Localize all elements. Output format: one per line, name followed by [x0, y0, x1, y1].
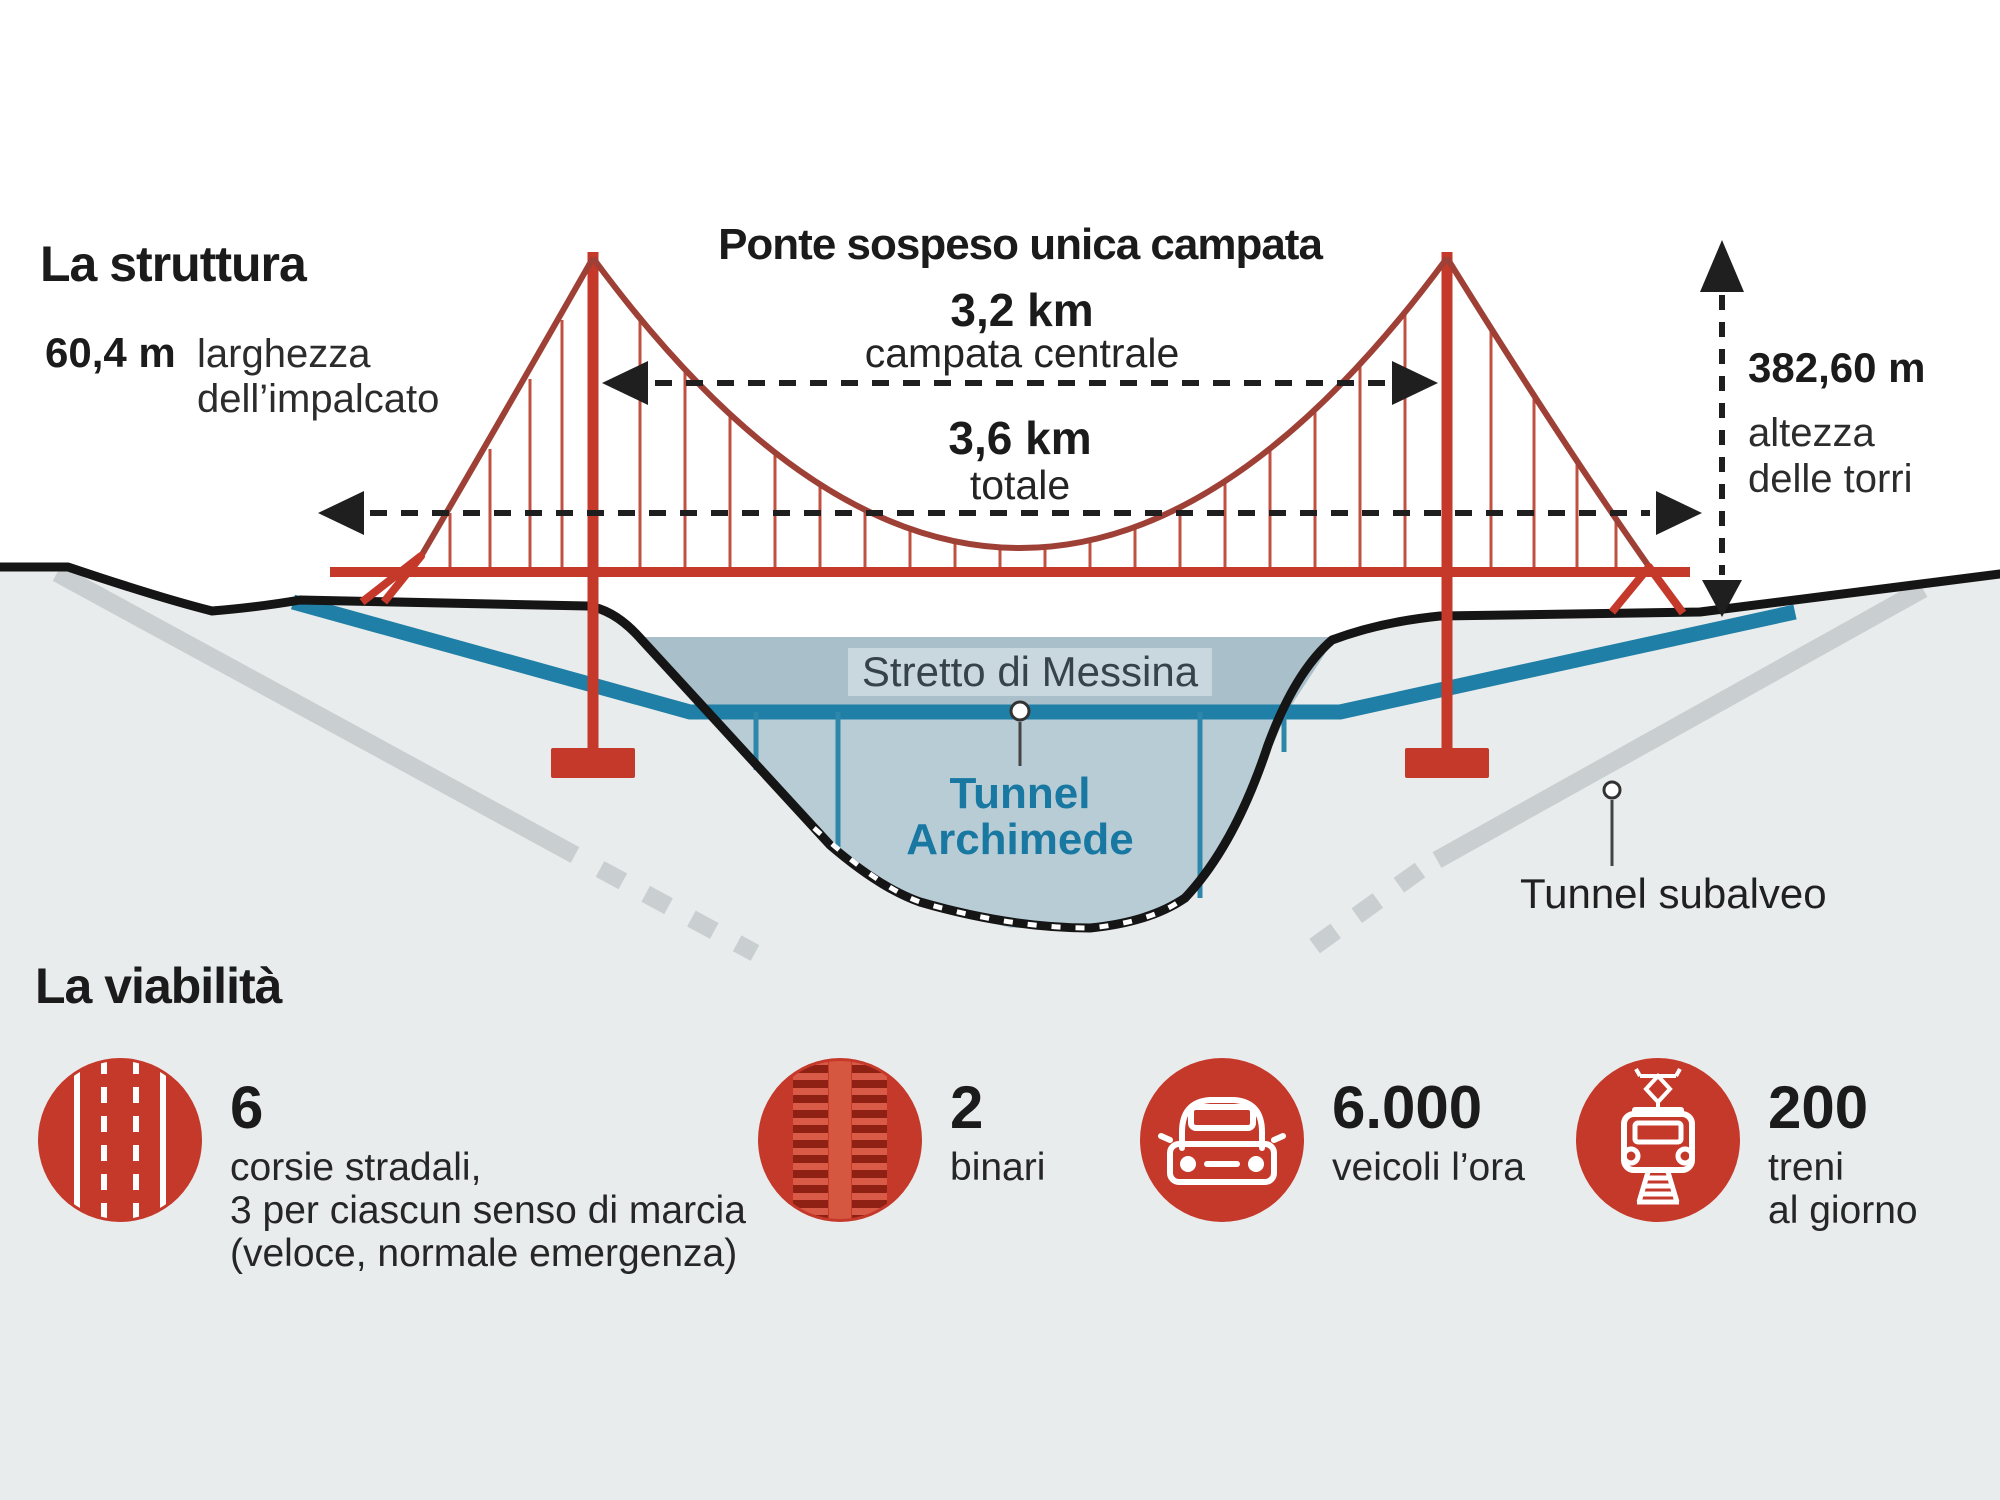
tunnel-approach-right-line [1432, 581, 1928, 868]
stat-trains-caption-1: treni [1768, 1146, 1844, 1189]
rail-tracks-icon [758, 1058, 922, 1222]
stat-trains: 200 treni al giorno [1576, 1058, 1918, 1233]
train-body [1621, 1107, 1695, 1173]
stat-road-caption-3: (veloce, normale emergenza) [230, 1231, 738, 1275]
right-tower-foundation [1405, 748, 1489, 778]
tunnel-subalveo-marker [1602, 780, 1622, 866]
stat-rail-tracks: 2 binari [758, 1058, 1045, 1222]
stat-rail-caption-1: binari [950, 1146, 1046, 1189]
tunnel-approach-right-dashes [1306, 862, 1426, 956]
stat-vehicles-number: 6.000 [1332, 1074, 1483, 1141]
stat-vehicles-caption-1: veicoli l’ora [1332, 1146, 1525, 1189]
stat-road-caption-1: corsie stradali, [230, 1146, 482, 1189]
tunnel-archimede-marker [1009, 700, 1031, 766]
stat-road-caption-2: 3 per ciascun senso di marcia [230, 1188, 746, 1232]
central-span-arrow [602, 361, 1438, 405]
car-glyph [1158, 1097, 1286, 1185]
stat-vehicles: 6.000 veicoli l’ora [1140, 1058, 1525, 1222]
stat-road-number: 6 [230, 1074, 264, 1141]
subalveo-underseabed-dashes [812, 826, 1182, 931]
water-surface-band [645, 637, 1336, 712]
tunnel-approach-left-line [52, 565, 580, 863]
right-backstay-cable [1444, 256, 1653, 570]
stat-trains-caption-2: al giorno [1768, 1188, 1918, 1232]
land-shape [0, 567, 2000, 1500]
right-anchor-frame [1608, 563, 1687, 616]
train-icon [1576, 1058, 1740, 1222]
main-cable [590, 256, 1450, 551]
deck-width-value: 60,4 m [45, 329, 176, 376]
rail-tracks [793, 1061, 887, 1219]
structure-heading: La struttura [40, 236, 307, 292]
stat-rail-number: 2 [950, 1074, 984, 1141]
water-deep [708, 712, 1287, 928]
central-span-label: campata centrale [864, 330, 1180, 376]
left-backstay-cable [417, 256, 596, 560]
left-anchor-frame [359, 552, 425, 606]
bridge-type-title: Ponte sospeso unica campata [718, 220, 1323, 269]
central-span-value: 3,2 km [950, 284, 1094, 336]
viability-heading: La viabilità [35, 958, 282, 1014]
train-pantograph [1634, 1068, 1682, 1109]
strait-label: Stretto di Messina [847, 648, 1213, 697]
road-icon-circle [38, 1058, 202, 1222]
tower-height-label-2: delle torri [1748, 457, 1913, 501]
tower-height-arrow [1700, 240, 1744, 617]
car-headlight-right [1248, 1156, 1264, 1172]
car-icon [1140, 1058, 1304, 1222]
tunnel-archimede-label-1: Tunnel [949, 769, 1091, 818]
tunnel-archimede-label-2: Archimede [906, 815, 1134, 864]
tower-height-value: 382,60 m [1748, 344, 1926, 391]
total-length-label: totale [969, 462, 1071, 508]
tower-height-label-1: altezza [1748, 411, 1875, 455]
tunnel-tethers [753, 712, 1287, 898]
deck-width-label-2: dell’impalcato [197, 377, 440, 421]
car-headlight-left [1180, 1156, 1196, 1172]
deck-width-label-1: larghezza [197, 332, 371, 376]
left-tower-foundation [551, 748, 635, 778]
stat-road-lanes: 6 corsie stradali, 3 per ciascun senso d… [38, 1058, 746, 1276]
road-markings [74, 1061, 166, 1219]
ground-line [0, 562, 2000, 933]
total-length-value: 3,6 km [948, 412, 1092, 464]
road-lanes-icon [38, 1058, 202, 1222]
train-track [1636, 1171, 1680, 1205]
stat-trains-number: 200 [1768, 1074, 1869, 1141]
tunnel-subalveo-label: Tunnel subalveo [1520, 870, 1827, 917]
total-length-arrow [318, 491, 1702, 535]
suspender-cables [448, 312, 1618, 572]
